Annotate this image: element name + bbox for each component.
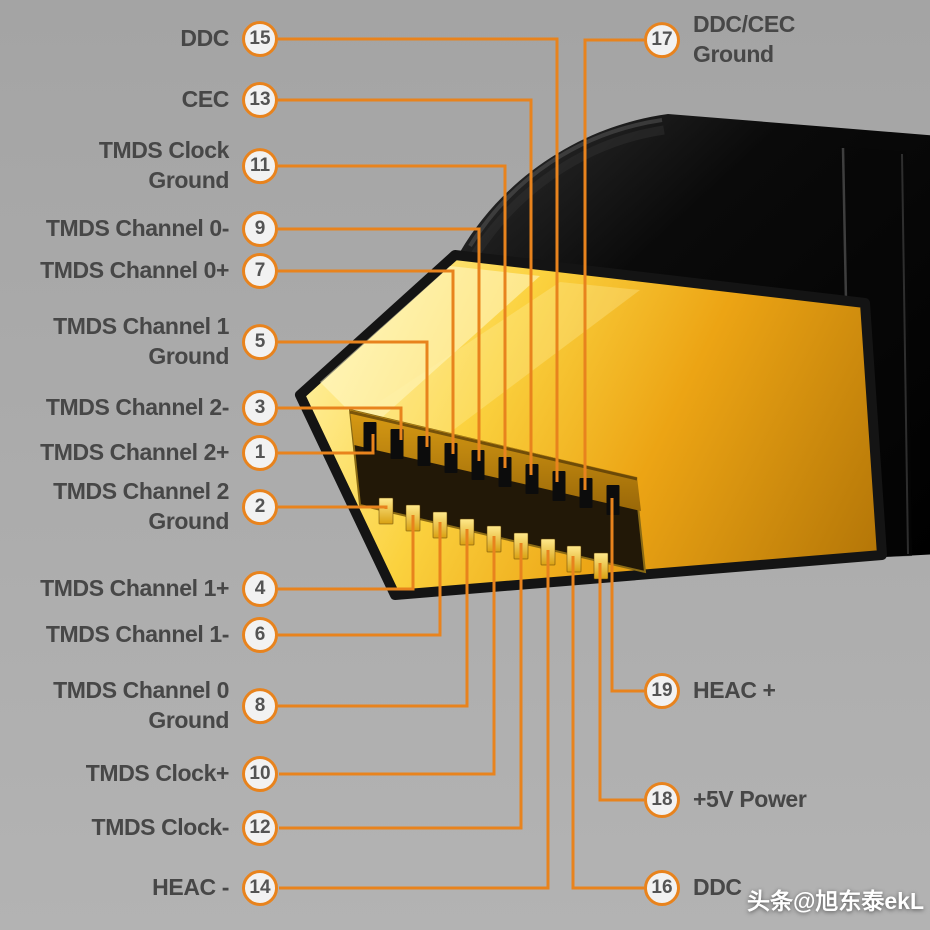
pin-number-badge: 2 bbox=[242, 489, 278, 525]
leader-lines bbox=[278, 37, 644, 890]
leader-pin-12 bbox=[279, 543, 523, 830]
gold-shell bbox=[295, 250, 887, 600]
upper-pin bbox=[363, 422, 377, 452]
pin-label: TMDS Channel 2+ bbox=[40, 439, 229, 466]
upper-pin bbox=[525, 464, 539, 494]
pin-label: TMDS Channel 2- bbox=[45, 394, 230, 421]
pin-label: TMDS Channel 1+ bbox=[40, 575, 229, 602]
callout-pin-12: TMDS Clock- 12 bbox=[92, 810, 278, 846]
pin-number-badge: 12 bbox=[242, 810, 278, 846]
leader-pin-2 bbox=[278, 505, 388, 509]
pin-number-badge: 3 bbox=[242, 390, 278, 426]
pin-label: DDC bbox=[693, 874, 742, 901]
pin-label: TMDS Channel 1- bbox=[45, 621, 230, 648]
pin-number-badge: 14 bbox=[242, 870, 278, 906]
pin-number-badge: 13 bbox=[242, 82, 278, 118]
callout-pin-9: TMDS Channel 0- 9 bbox=[46, 211, 278, 247]
pin-label: HEAC + bbox=[693, 677, 776, 704]
leader-pin-8 bbox=[278, 529, 469, 708]
leader-pin-4 bbox=[278, 515, 415, 591]
callout-pin-6: TMDS Channel 1- 6 bbox=[46, 617, 278, 653]
callout-pin-14: HEAC - 14 bbox=[152, 870, 278, 906]
pin-label: TMDS Channel 1 Ground bbox=[53, 313, 229, 369]
callout-pin-7: TMDS Channel 0+ 7 bbox=[40, 253, 278, 289]
pin-label: TMDS Channel 0+ bbox=[40, 257, 229, 284]
pin-number-badge: 6 bbox=[242, 617, 278, 653]
callout-pin-13: CEC 13 bbox=[182, 82, 278, 118]
pin-label: TMDS Clock Ground bbox=[98, 137, 230, 193]
callout-pin-19: 19 HEAC + bbox=[644, 673, 776, 709]
leader-pin-5 bbox=[278, 340, 429, 447]
lower-pin bbox=[378, 497, 394, 525]
watermark: 头条@旭东泰ekL bbox=[746, 888, 924, 914]
callout-pin-18: 18 +5V Power bbox=[644, 782, 807, 818]
upper-pin bbox=[498, 457, 512, 487]
callout-pin-17: 17 DDC/CEC Ground bbox=[644, 10, 795, 70]
pin-number-badge: 7 bbox=[242, 253, 278, 289]
pin-label: TMDS Channel 0 Ground bbox=[53, 677, 229, 733]
callout-pin-5: TMDS Channel 1 Ground 5 bbox=[53, 312, 278, 372]
pin-label: TMDS Channel 2 Ground bbox=[53, 478, 229, 534]
pin-number-badge: 19 bbox=[644, 673, 680, 709]
leader-pin-3 bbox=[278, 406, 403, 440]
leader-pin-1 bbox=[278, 434, 375, 455]
pin-number-badge: 9 bbox=[242, 211, 278, 247]
pin-number-badge: 5 bbox=[242, 324, 278, 360]
leader-pin-6 bbox=[278, 522, 442, 637]
callout-pin-10: TMDS Clock+ 10 bbox=[86, 756, 278, 792]
callout-pin-15: DDC 15 bbox=[180, 21, 278, 57]
pin-number-badge: 17 bbox=[644, 22, 680, 58]
upper-pin bbox=[417, 436, 431, 466]
pin-number-badge: 1 bbox=[242, 435, 278, 471]
pin-number-badge: 18 bbox=[644, 782, 680, 818]
pin-number-badge: 4 bbox=[242, 571, 278, 607]
leader-pin-7 bbox=[278, 269, 455, 454]
callout-pin-1: TMDS Channel 2+ 1 bbox=[40, 435, 278, 471]
leader-pin-10 bbox=[279, 536, 496, 776]
pin-label: TMDS Channel 0- bbox=[45, 215, 230, 242]
pin-label: TMDS Clock- bbox=[91, 814, 230, 841]
leader-pin-9 bbox=[278, 227, 481, 461]
pin-number-badge: 10 bbox=[242, 756, 278, 792]
leader-pin-17 bbox=[583, 38, 644, 490]
pin-label: HEAC - bbox=[152, 874, 229, 901]
callout-pin-3: TMDS Channel 2- 3 bbox=[46, 390, 278, 426]
pin-label: DDC/CEC Ground bbox=[693, 11, 795, 67]
leader-pin-11 bbox=[278, 164, 507, 468]
callout-pin-8: TMDS Channel 0 Ground 8 bbox=[53, 676, 278, 736]
pin-label: +5V Power bbox=[693, 786, 807, 813]
callout-pin-2: TMDS Channel 2 Ground 2 bbox=[53, 477, 278, 537]
leader-pin-16 bbox=[571, 556, 644, 890]
upper-pin bbox=[579, 478, 593, 508]
leader-pin-13 bbox=[278, 98, 533, 475]
pin-number-badge: 15 bbox=[242, 21, 278, 57]
callout-pin-11: TMDS Clock Ground 11 bbox=[99, 136, 278, 196]
callout-pin-4: TMDS Channel 1+ 4 bbox=[40, 571, 278, 607]
leader-pin-14 bbox=[279, 550, 550, 890]
pin-label: CEC bbox=[181, 86, 230, 113]
callout-pin-16: 16 DDC bbox=[644, 870, 742, 906]
pin-number-badge: 11 bbox=[242, 148, 278, 184]
leader-pin-19 bbox=[610, 498, 644, 693]
leader-pin-15 bbox=[278, 37, 559, 482]
leader-pin-18 bbox=[598, 563, 644, 802]
upper-pin bbox=[471, 450, 485, 480]
upper-pin bbox=[444, 443, 458, 473]
pin-number-badge: 16 bbox=[644, 870, 680, 906]
upper-pin bbox=[552, 471, 566, 501]
pin-label: DDC bbox=[180, 25, 229, 52]
pin-label: TMDS Clock+ bbox=[85, 760, 230, 787]
pin-number-badge: 8 bbox=[242, 688, 278, 724]
